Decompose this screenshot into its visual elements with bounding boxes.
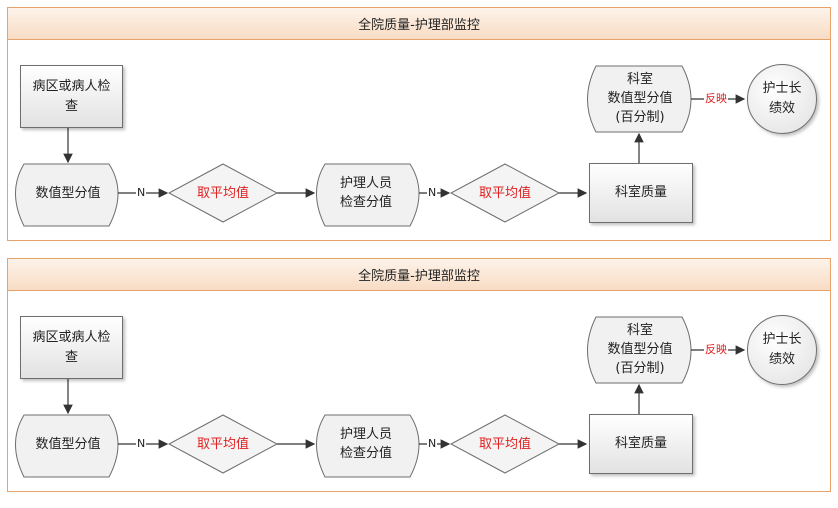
staff-check-shape: [316, 414, 420, 478]
dept-quality-label: 科室质量: [614, 185, 667, 200]
connector-layer: [15, 316, 746, 478]
average-decision-2-shape: [449, 414, 561, 474]
average-decision-1-shape: [167, 414, 279, 474]
average-decision-1-shape: [167, 163, 279, 223]
numeric-score-shape: [15, 163, 119, 227]
numeric-score-shape: [15, 414, 119, 478]
edge-label-n2: N: [427, 186, 438, 199]
head-nurse-circle: 护士长 绩效: [747, 315, 817, 385]
dept-quality-box: 科室质量: [589, 163, 693, 223]
staff-check-label: 护理人员 检查分值: [339, 427, 392, 461]
head-nurse-label: 护士长 绩效: [762, 81, 802, 116]
dept-numeric-shape: [587, 316, 692, 384]
edge-label-n2: N: [427, 437, 438, 450]
flowchart-panel-2: 全院质量-护理部监控 病区或病人检 查 数值型分值 取平均值 护理人员 检查分值…: [7, 258, 831, 492]
dept-numeric-label: 科室 数值型分值 (百分制): [607, 322, 673, 376]
ward-check-box: 病区或病人检 查: [20, 65, 123, 128]
dept-quality-label: 科室质量: [614, 436, 667, 451]
staff-check-shape: [316, 163, 420, 227]
edge-label-feedback: 反映: [704, 92, 728, 105]
ward-check-label: 病区或病人检 查: [32, 329, 111, 365]
ward-check-label: 病区或病人检 查: [32, 78, 111, 114]
edge-label-n1: N: [136, 437, 147, 450]
numeric-score-label: 数值型分值: [35, 436, 101, 452]
head-nurse-circle: 护士长 绩效: [747, 64, 817, 134]
connector-layer: [15, 65, 746, 227]
edge-label-feedback: 反映: [704, 343, 728, 356]
panel-title: 全院质量-护理部监控: [8, 259, 830, 291]
average-decision-2-shape: [449, 163, 561, 223]
staff-check-label: 护理人员 检查分值: [339, 176, 392, 210]
average-decision-1-label: 取平均值: [196, 185, 249, 201]
dept-quality-box: 科室质量: [589, 414, 693, 474]
numeric-score-label: 数值型分值: [35, 185, 101, 201]
dept-numeric-label: 科室 数值型分值 (百分制): [607, 71, 673, 125]
average-decision-2-label: 取平均值: [478, 185, 531, 201]
ward-check-box: 病区或病人检 查: [20, 316, 123, 379]
average-decision-2-label: 取平均值: [478, 436, 531, 452]
head-nurse-label: 护士长 绩效: [762, 332, 802, 367]
dept-numeric-shape: [587, 65, 692, 133]
average-decision-1-label: 取平均值: [196, 436, 249, 452]
flowchart-panel-1: 全院质量-护理部监控 病区或病人检 查 数值型分值 取平均值 护理人员 检查分值…: [7, 7, 831, 241]
edge-label-n1: N: [136, 186, 147, 199]
panel-title: 全院质量-护理部监控: [8, 8, 830, 40]
